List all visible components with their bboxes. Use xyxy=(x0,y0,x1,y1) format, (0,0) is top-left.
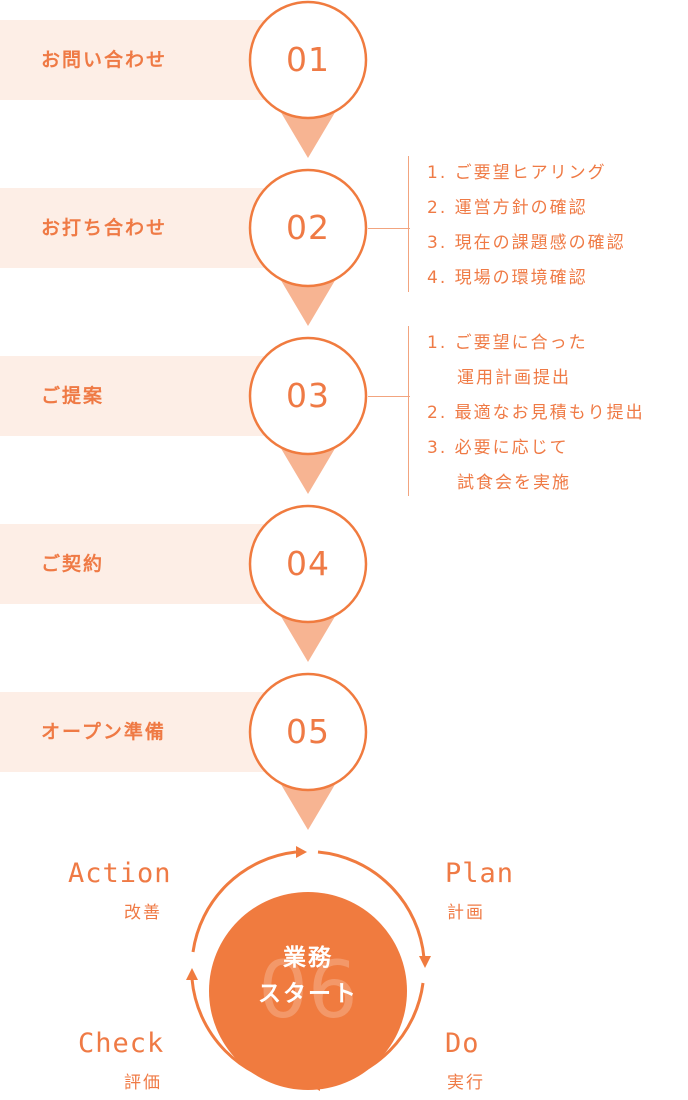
arrow-up-icon xyxy=(186,968,198,980)
detail-item-continued: 運用計画提出 xyxy=(457,368,571,388)
down-arrow-icon xyxy=(276,440,340,494)
check-label: Check xyxy=(78,1028,165,1059)
detail-item: 1. ご要望ヒアリング xyxy=(427,163,607,183)
step-marker-03 xyxy=(248,336,368,494)
detail-item: 4. 現場の環境確認 xyxy=(427,268,588,288)
down-arrow-icon xyxy=(276,776,340,830)
detail-item: 1. ご要望に合った xyxy=(427,333,588,353)
final-step-ghost-number: 06 xyxy=(258,946,358,1036)
plan-label: Plan xyxy=(445,858,515,889)
detail-item: 2. 最適なお見積もり提出 xyxy=(427,403,645,423)
step-circle-01: 01 xyxy=(248,0,368,158)
step-marker-04 xyxy=(248,504,368,662)
final-step-line-2: スタート xyxy=(258,981,358,1007)
step-band-03 xyxy=(0,356,268,436)
step-label-02: お打ち合わせ xyxy=(41,217,168,239)
detail-item-continued: 試食会を実施 xyxy=(457,473,571,493)
down-arrow-icon xyxy=(276,272,340,326)
do-sublabel: 実行 xyxy=(447,1073,485,1093)
step-number-05: 05 xyxy=(286,712,330,751)
arrow-right-icon xyxy=(296,846,307,858)
plan-sublabel: 計画 xyxy=(447,903,485,923)
step-band-02 xyxy=(0,188,268,268)
action-sublabel: 改善 xyxy=(124,903,162,923)
do-label: Do xyxy=(445,1028,480,1059)
step-marker-05 xyxy=(248,672,368,830)
step-label-05: オープン準備 xyxy=(41,721,166,743)
step-circle-02: 02 xyxy=(248,168,368,326)
step-label-03: ご提案 xyxy=(41,385,105,407)
step-marker-02 xyxy=(248,168,368,326)
detail-item: 3. 必要に応じて xyxy=(427,438,569,458)
final-step-circle xyxy=(209,892,407,1090)
step-number-01: 01 xyxy=(286,40,330,79)
step-number-04: 04 xyxy=(286,544,330,583)
step-circle-04: 04 xyxy=(248,504,368,662)
detail-item: 2. 運営方針の確認 xyxy=(427,198,588,218)
step-number-02: 02 xyxy=(286,208,330,247)
step-band-04 xyxy=(0,524,268,604)
action-arc xyxy=(191,850,297,953)
connector-line-02 xyxy=(368,228,410,229)
step-details-02: 1. ご要望ヒアリング 2. 運営方針の確認 3. 現在の課題感の確認 4. 現… xyxy=(408,156,626,292)
step-band-01 xyxy=(0,20,268,100)
step-band-05 xyxy=(0,692,268,772)
detail-item: 3. 現在の課題感の確認 xyxy=(427,233,626,253)
step-details-03: 1. ご要望に合った 運用計画提出 2. 最適なお見積もり提出 3. 必要に応じ… xyxy=(408,326,645,496)
down-arrow-icon xyxy=(276,104,340,158)
final-step-line-1: 業務 xyxy=(283,945,333,971)
step-label-04: ご契約 xyxy=(41,553,105,575)
check-sublabel: 評価 xyxy=(124,1073,162,1093)
step-circle-05: 05 xyxy=(248,672,368,830)
step-number-03: 03 xyxy=(286,376,330,415)
connector-line-03 xyxy=(368,396,410,397)
action-label: Action xyxy=(68,858,172,889)
step-circle-03: 03 xyxy=(248,336,368,494)
arrow-down-icon xyxy=(419,956,431,968)
down-arrow-icon xyxy=(276,608,340,662)
step-label-01: お問い合わせ xyxy=(41,49,168,71)
final-step-label: 業務 スタート xyxy=(209,940,407,1012)
step-marker-01 xyxy=(248,0,368,158)
plan-arc xyxy=(317,850,426,959)
